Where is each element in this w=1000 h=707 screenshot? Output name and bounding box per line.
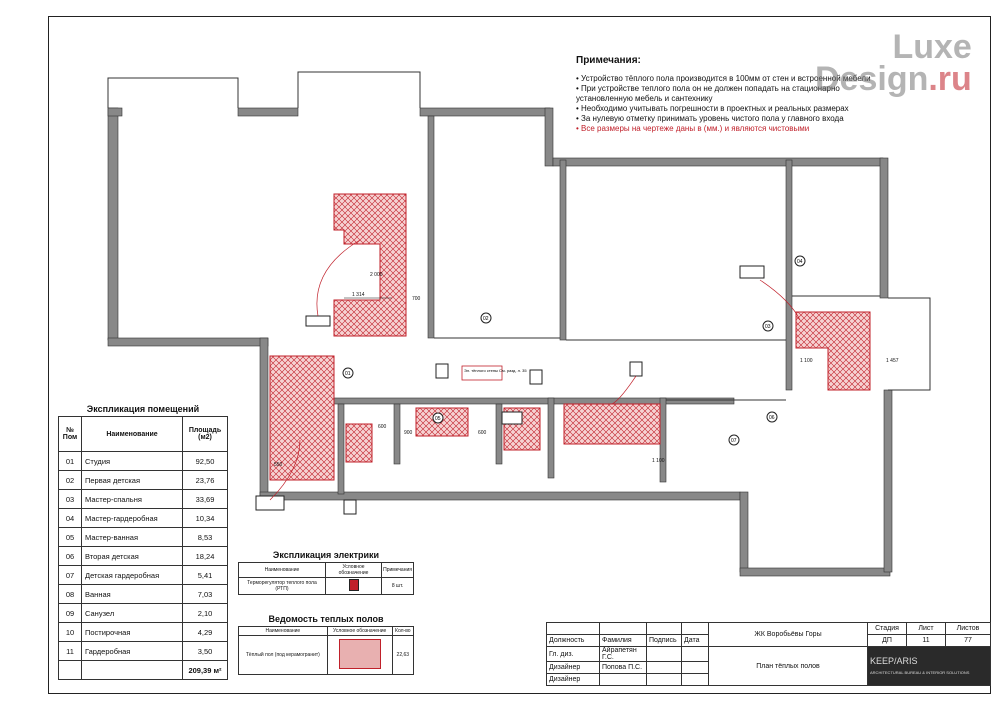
thermostat-wires xyxy=(269,239,801,501)
room-marker-06: 06 xyxy=(769,415,775,421)
notes-block: Примечания: • Устройство тёплого пола пр… xyxy=(576,56,896,134)
svg-text:1 457: 1 457 xyxy=(886,358,899,364)
room-marker-05: 05 xyxy=(435,416,441,422)
thermostat-icon xyxy=(348,579,359,591)
rooms-table-block: Экспликация помещений № Пом Наименование… xyxy=(58,404,228,680)
note-line-red: • Все размеры на чертеже даны в (мм.) и … xyxy=(576,124,810,133)
heated-floor-swatch-icon xyxy=(338,639,381,669)
svg-text:700: 700 xyxy=(412,296,421,302)
walls xyxy=(107,107,893,577)
room-marker-01: 01 xyxy=(345,371,351,377)
watermark-logo: Luxe Design.ru xyxy=(815,28,972,98)
svg-text:550: 550 xyxy=(274,462,283,468)
notes-title: Примечания: xyxy=(576,55,641,66)
rooms-total: 209,39 м² xyxy=(182,660,228,680)
room-marker-07: 07 xyxy=(731,438,737,444)
thermostats xyxy=(255,265,765,515)
svg-text:1 100: 1 100 xyxy=(652,458,665,464)
heated-floor-zones xyxy=(269,193,871,481)
drawing-sheet xyxy=(48,16,991,694)
partitions xyxy=(434,295,880,401)
svg-text:600: 600 xyxy=(478,430,487,436)
note-line: • Устройство тёплого пола производится в… xyxy=(576,74,871,83)
room-marker-03: 03 xyxy=(765,324,771,330)
dimensions: 1 314 2 000 700 1 100 1 457 600 900 600 … xyxy=(274,272,899,468)
room-marker-02: 02 xyxy=(483,316,489,322)
rooms-table-caption: Экспликация помещений xyxy=(86,404,200,414)
room-marker-04: 04 xyxy=(797,259,803,265)
svg-text:1 100: 1 100 xyxy=(800,358,813,364)
callout: Эл. тёплого стены См. разд. л. 35 xyxy=(461,365,527,381)
svg-text:Эл. тёплого стены См. разд. л.: Эл. тёплого стены См. разд. л. 35 xyxy=(464,368,527,373)
room-markers: 01 02 03 04 05 06 07 xyxy=(342,255,806,446)
svg-text:1 314: 1 314 xyxy=(352,292,365,298)
svg-text:900: 900 xyxy=(404,430,413,436)
svg-text:2 000: 2 000 xyxy=(370,272,383,278)
balconies xyxy=(107,71,931,391)
note-line: • При устройстве теплого пола он не долж… xyxy=(576,84,840,103)
svg-text:600: 600 xyxy=(378,424,387,430)
note-line: • Необходимо учитывать погрешности в про… xyxy=(576,104,849,113)
note-line: • За нулевую отметку принимать уровень ч… xyxy=(576,114,844,123)
